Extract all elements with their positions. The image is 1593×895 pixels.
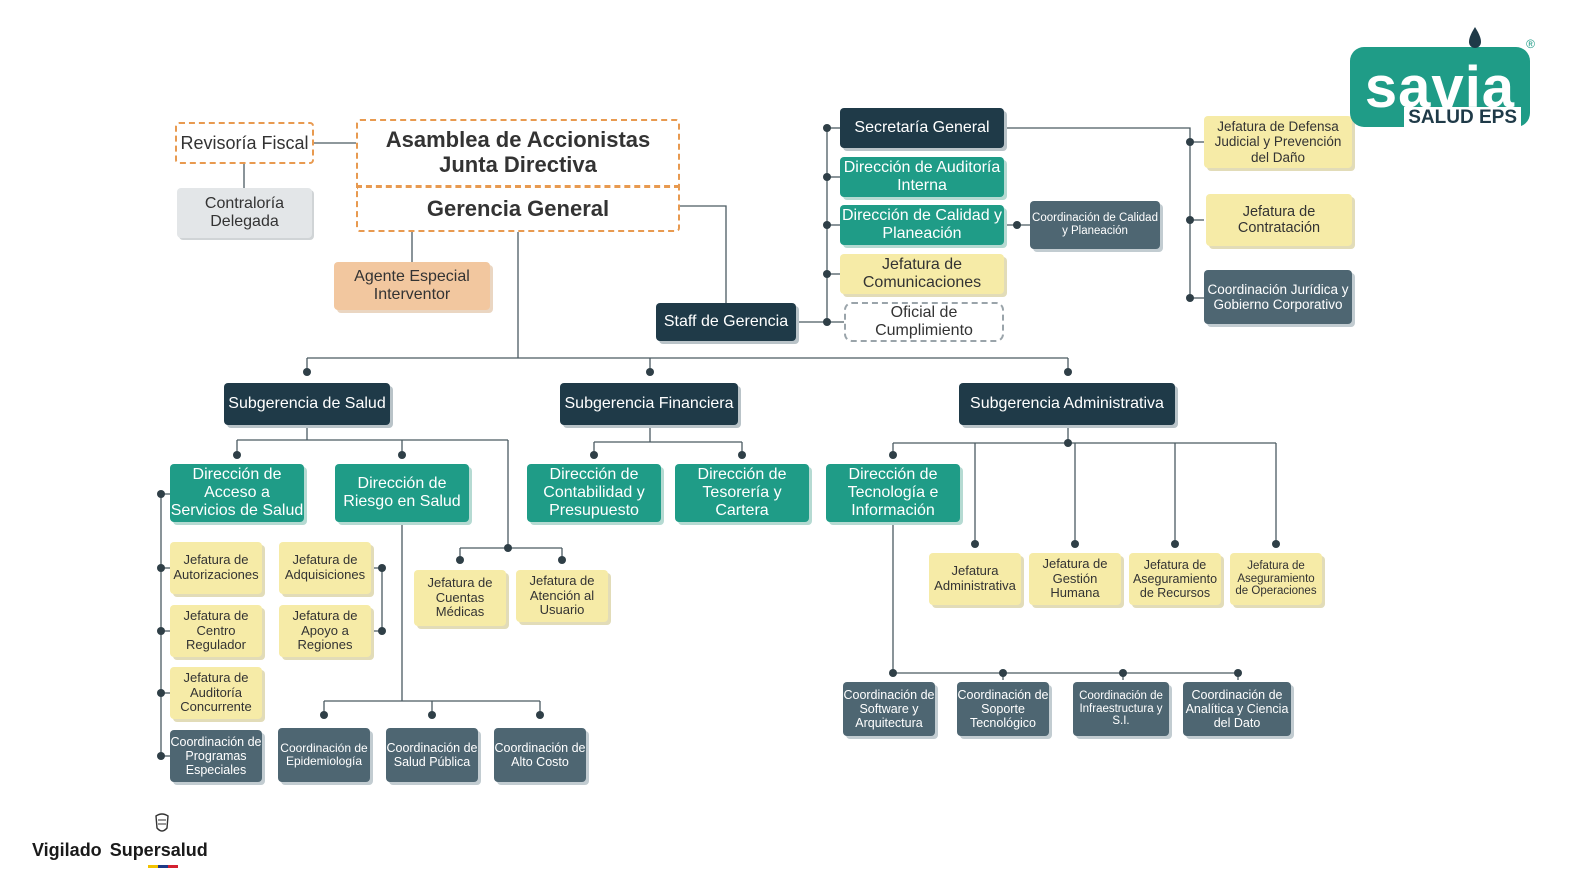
- software-label: Coordinación de Software y Arquitectura: [843, 688, 935, 730]
- tecnologia-label: Dirección de Tecnología e Información: [847, 466, 939, 519]
- oficial-cumplimiento-label: Oficial de Cumplimiento: [875, 304, 973, 339]
- vigilado-footer: Vigilado Supersalud: [32, 840, 208, 861]
- adquisiciones-box: Jefatura de Adquisiciones: [279, 542, 371, 594]
- auditoria-interna-label: Dirección de Auditoría Interna: [843, 159, 1001, 194]
- contabilidad-label: Dirección de Contabilidad y Presupuesto: [543, 466, 645, 519]
- epidemiologia-box: Coordinación de Epidemiología: [278, 728, 370, 782]
- aseguramiento-operaciones-box: Jefatura de Aseguramiento de Operaciones: [1230, 553, 1322, 605]
- drop-icon: [1469, 27, 1481, 48]
- salud-eps-label: SALUD EPS: [1404, 107, 1521, 129]
- secretaria-general-label: Secretaría General: [854, 119, 990, 137]
- revisoria-fiscal-label: Revisoría Fiscal: [180, 132, 309, 153]
- apoyo-regiones-label: Jefatura de Apoyo a Regiones: [292, 608, 358, 653]
- staff-gerencia-box: Staff de Gerencia: [656, 303, 796, 341]
- cuentas-medicas-label: Jefatura de Cuentas Médicas: [427, 575, 493, 620]
- subgerencia-administrativa-box: Subgerencia Administrativa: [959, 383, 1175, 425]
- contratacion-label: Jefatura de Contratación: [1237, 203, 1321, 236]
- registered-mark: ®: [1526, 37, 1535, 51]
- gestion-humana-box: Jefatura de Gestión Humana: [1029, 553, 1121, 605]
- juridica-label: Coordinación Jurídica y Gobierno Corpora…: [1207, 281, 1349, 312]
- tesoreria-label: Dirección de Tesorería y Cartera: [697, 466, 787, 519]
- analitica-label: Coordinación de Analítica y Ciencia del …: [1185, 688, 1289, 730]
- cuentas-medicas-box: Jefatura de Cuentas Médicas: [414, 570, 506, 626]
- subgerencia-administrativa-label: Subgerencia Administrativa: [970, 395, 1164, 413]
- adquisiciones-label: Jefatura de Adquisiciones: [284, 552, 366, 582]
- software-box: Coordinación de Software y Arquitectura: [843, 682, 935, 736]
- asamblea-label: Asamblea de Accionistas: [385, 127, 651, 153]
- coord-calidad-label: Coordinación de Calidad y Planeación: [1032, 212, 1158, 237]
- supersalud-label: Supersalud: [109, 840, 208, 860]
- alto-costo-box: Coordinación de Alto Costo: [494, 728, 586, 782]
- subgerencia-financiera-box: Subgerencia Financiera: [560, 383, 738, 425]
- staff-gerencia-label: Staff de Gerencia: [663, 313, 789, 331]
- centro-regulador-box: Jefatura de Centro Regulador: [170, 605, 262, 657]
- juridica-box: Coordinación Jurídica y Gobierno Corpora…: [1204, 270, 1352, 324]
- subgerencia-financiera-label: Subgerencia Financiera: [564, 395, 734, 413]
- flag-bar: [148, 865, 178, 868]
- alto-costo-label: Coordinación de Alto Costo: [494, 741, 586, 769]
- gerencia-general-label: Gerencia General: [426, 195, 610, 221]
- aseguramiento-recursos-label: Jefatura de Aseguramiento de Recursos: [1132, 558, 1218, 600]
- riesgo-salud-label: Dirección de Riesgo en Salud: [343, 475, 461, 510]
- savia-logo: savia ® SALUD EPS: [1350, 25, 1535, 135]
- jefatura-administrativa-label: Jefatura Administrativa: [934, 563, 1016, 593]
- asamblea-box: Asamblea de Accionistas Junta Directiva: [356, 119, 680, 187]
- secretaria-general-box: Secretaría General: [840, 108, 1004, 148]
- atencion-usuario-box: Jefatura de Atención al Usuario: [516, 570, 608, 622]
- contraloria-label: Contraloría Delegada: [204, 195, 285, 230]
- programas-especiales-box: Coordinación de Programas Especiales: [170, 730, 262, 782]
- soporte-label: Coordinación de Soporte Tecnológico: [957, 688, 1049, 730]
- analitica-box: Coordinación de Analítica y Ciencia del …: [1183, 682, 1291, 736]
- coord-calidad-box: Coordinación de Calidad y Planeación: [1030, 201, 1160, 249]
- contraloria-box: Contraloría Delegada: [177, 188, 312, 238]
- defensa-judicial-label: Jefatura de Defensa Judicial y Prevenció…: [1214, 119, 1342, 165]
- comunicaciones-box: Jefatura de Comunicaciones: [840, 254, 1004, 294]
- programas-especiales-label: Coordinación de Programas Especiales: [170, 735, 262, 777]
- acceso-servicios-label: Dirección de Acceso a Servicios de Salud: [170, 466, 304, 519]
- acceso-servicios-box: Dirección de Acceso a Servicios de Salud: [170, 464, 304, 522]
- gestion-humana-label: Jefatura de Gestión Humana: [1042, 556, 1108, 601]
- subgerencia-salud-box: Subgerencia de Salud: [224, 383, 390, 425]
- auditoria-concurrente-label: Jefatura de Auditoría Concurrente: [180, 670, 252, 715]
- infraestructura-box: Coordinación de Infraestructura y S.I.: [1073, 682, 1169, 736]
- defensa-judicial-box: Jefatura de Defensa Judicial y Prevenció…: [1204, 116, 1352, 168]
- soporte-box: Coordinación de Soporte Tecnológico: [957, 682, 1049, 736]
- aseguramiento-operaciones-label: Jefatura de Aseguramiento de Operaciones: [1235, 559, 1317, 598]
- agente-especial-label: Agente Especial Interventor: [354, 268, 470, 303]
- centro-regulador-label: Jefatura de Centro Regulador: [183, 608, 249, 653]
- aseguramiento-recursos-box: Jefatura de Aseguramiento de Recursos: [1129, 553, 1221, 605]
- jefatura-administrativa-box: Jefatura Administrativa: [929, 553, 1021, 605]
- tesoreria-box: Dirección de Tesorería y Cartera: [675, 464, 809, 522]
- atencion-usuario-label: Jefatura de Atención al Usuario: [529, 573, 595, 618]
- autorizaciones-label: Jefatura de Autorizaciones: [173, 552, 259, 582]
- tecnologia-box: Dirección de Tecnología e Información: [826, 464, 960, 522]
- apoyo-regiones-box: Jefatura de Apoyo a Regiones: [279, 605, 371, 657]
- contabilidad-box: Dirección de Contabilidad y Presupuesto: [527, 464, 661, 522]
- oficial-cumplimiento-box: Oficial de Cumplimiento: [844, 302, 1004, 342]
- salud-publica-label: Coordinación de Salud Pública: [386, 741, 478, 769]
- contratacion-box: Jefatura de Contratación: [1206, 194, 1352, 246]
- colombia-crest-icon: [155, 813, 169, 832]
- subgerencia-salud-label: Subgerencia de Salud: [228, 395, 386, 413]
- junta-label: Junta Directiva: [439, 152, 597, 177]
- comunicaciones-label: Jefatura de Comunicaciones: [862, 256, 982, 291]
- autorizaciones-box: Jefatura de Autorizaciones: [170, 542, 262, 594]
- agente-especial-box: Agente Especial Interventor: [334, 262, 490, 310]
- calidad-planeacion-box: Dirección de Calidad y Planeación: [840, 205, 1004, 245]
- epidemiologia-label: Coordinación de Epidemiología: [280, 740, 368, 768]
- infraestructura-label: Coordinación de Infraestructura y S.I.: [1079, 689, 1163, 728]
- salud-publica-box: Coordinación de Salud Pública: [386, 728, 478, 782]
- vigilado-label: Vigilado: [32, 840, 102, 860]
- auditoria-interna-box: Dirección de Auditoría Interna: [840, 157, 1004, 197]
- riesgo-salud-box: Dirección de Riesgo en Salud: [335, 464, 469, 522]
- gerencia-general-box: Gerencia General: [356, 186, 680, 232]
- revisoria-fiscal-box: Revisoría Fiscal: [175, 122, 314, 164]
- auditoria-concurrente-box: Jefatura de Auditoría Concurrente: [170, 667, 262, 719]
- calidad-planeacion-label: Dirección de Calidad y Planeación: [841, 207, 1003, 242]
